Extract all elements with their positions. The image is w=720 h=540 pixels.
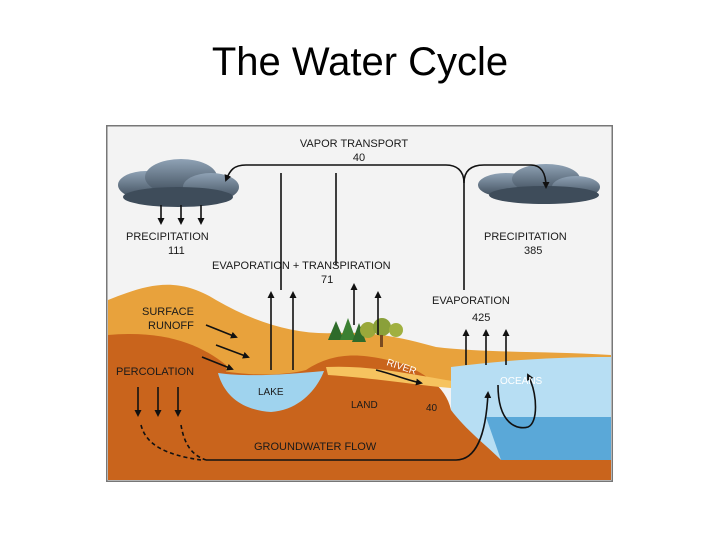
precipitation-ocean-value: 385 [524,245,542,257]
ocean-deep [486,417,611,460]
surface-runoff-label-2: RUNOFF [148,320,194,332]
vapor-to-ocean-cloud [463,164,550,189]
groundwater-arrow-dashed [140,424,202,461]
land-label: LAND [351,400,378,411]
surface-runoff-label-1: SURFACE [142,306,194,318]
precip-ocean-arrow [497,373,537,429]
river-band [326,366,466,389]
precipitation-ocean-label: PRECIPITATION [484,231,567,243]
flow-arrows [134,164,550,461]
vapor-transport-label: VAPOR TRANSPORT [300,138,408,150]
runoff-arrow [201,356,234,371]
precipitation-land-value: 111 [168,245,185,257]
percolation-label: PERCOLATION [116,366,194,378]
slide-title: The Water Cycle [211,40,509,84]
runoff-value: 40 [426,403,438,414]
evaporation-ocean-value: 425 [472,312,490,324]
oceans-label: OCEANS [500,376,543,387]
evapotranspiration-label: EVAPORATION + TRANSPIRATION [212,260,391,272]
lake-label: LAKE [258,387,284,398]
vapor-transport-value: 40 [353,152,365,164]
evaporation-ocean-label: EVAPORATION [432,295,510,307]
runoff-arrow [215,344,250,359]
runoff-arrow [205,324,238,339]
lake-water [218,371,324,412]
cloud-icon-left [118,159,239,207]
evapotranspiration-value: 71 [321,274,333,286]
vapor-transport-arrow [224,164,465,290]
precipitation-land-label: PRECIPITATION [126,231,209,243]
groundwater-arrow [206,391,492,461]
groundwater-flow-label: GROUNDWATER FLOW [254,441,377,453]
water-cycle-diagram: VAPOR TRANSPORT 40 PRECIPITATION 111 PRE… [106,125,613,482]
groundwater-arrow-dashed [180,424,207,461]
river-flow-arrow [375,369,423,386]
